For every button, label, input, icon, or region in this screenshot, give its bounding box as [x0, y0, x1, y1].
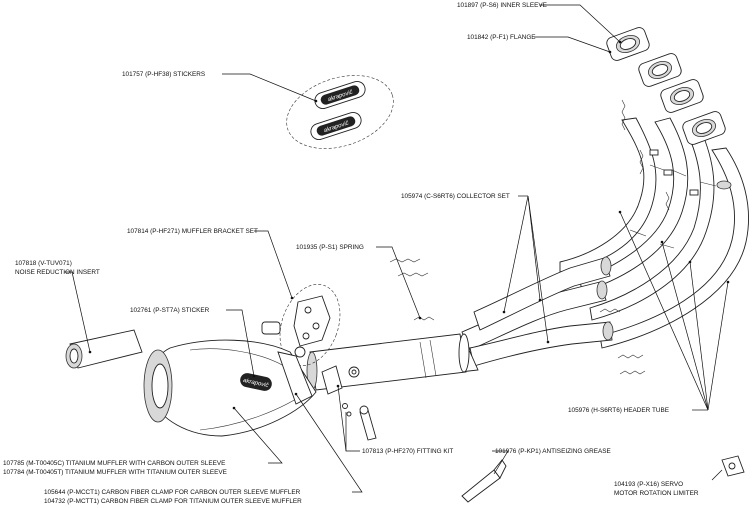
stickers: akrapovič akrapovič — [286, 75, 394, 149]
muffler-sticker-logo: akrapovič — [243, 378, 269, 389]
label-noise-insert-name: NOISE REDUCTION INSERT — [15, 269, 100, 276]
flange — [606, 27, 726, 196]
collector-set — [445, 256, 614, 373]
part-labels: 101897 (P-S6) INNER SLEEVE 101842 (P-F1)… — [3, 2, 699, 505]
label-clamp-titanium: 104732 (P-MCTT1) CARBON FIBER CLAMP FOR … — [44, 498, 302, 505]
noise-reduction-insert — [65, 329, 143, 369]
muffler: akrapovič — [143, 339, 317, 437]
label-header-tube: 105976 (H-S6RT6) HEADER TUBE — [568, 407, 669, 414]
spring — [389, 99, 670, 375]
label-servo-code: 104193 (P-X16) SERVO — [614, 481, 683, 488]
link-pipe — [306, 333, 470, 391]
label-collector-set: 105974 (C-S6RT6) COLLECTOR SET — [401, 193, 510, 200]
label-noise-insert-code: 107818 (V-TUV071) — [15, 260, 72, 267]
label-muffler-bracket-set: 107814 (P-HF271) MUFFLER BRACKET SET — [127, 228, 258, 235]
label-muffler-carbon: 107785 (M-T00405C) TITANIUM MUFFLER WITH… — [3, 460, 225, 467]
label-fitting-kit: 107813 (P-HF270) FITTING KIT — [362, 448, 453, 455]
leader-lines — [64, 4, 730, 493]
label-sticker: 102761 (P-ST7A) STICKER — [130, 307, 210, 314]
label-flange: 101842 (P-F1) FLANGE — [467, 34, 536, 41]
label-servo-name: MOTOR ROTATION LIMITER — [614, 490, 699, 497]
header-tube — [559, 117, 749, 349]
label-clamp-carbon: 105644 (P-MCCT1) CARBON FIBER CLAMP FOR … — [44, 489, 301, 496]
label-antiseizing-grease: 101976 (P-KP1) ANTISEIZING GREASE — [495, 448, 611, 455]
servo-limiter — [721, 455, 745, 477]
fitting-kit — [321, 365, 377, 441]
muffler-bracket-set — [261, 284, 341, 366]
antiseizing-grease — [461, 459, 507, 503]
label-spring: 101935 (P-S1) SPRING — [296, 244, 364, 251]
label-muffler-titanium: 107784 (M-T00405T) TITANIUM MUFFLER WITH… — [3, 469, 227, 476]
label-inner-sleeve: 101897 (P-S6) INNER SLEEVE — [457, 2, 547, 9]
label-stickers: 101757 (P-HF38) STICKERS — [122, 71, 205, 78]
